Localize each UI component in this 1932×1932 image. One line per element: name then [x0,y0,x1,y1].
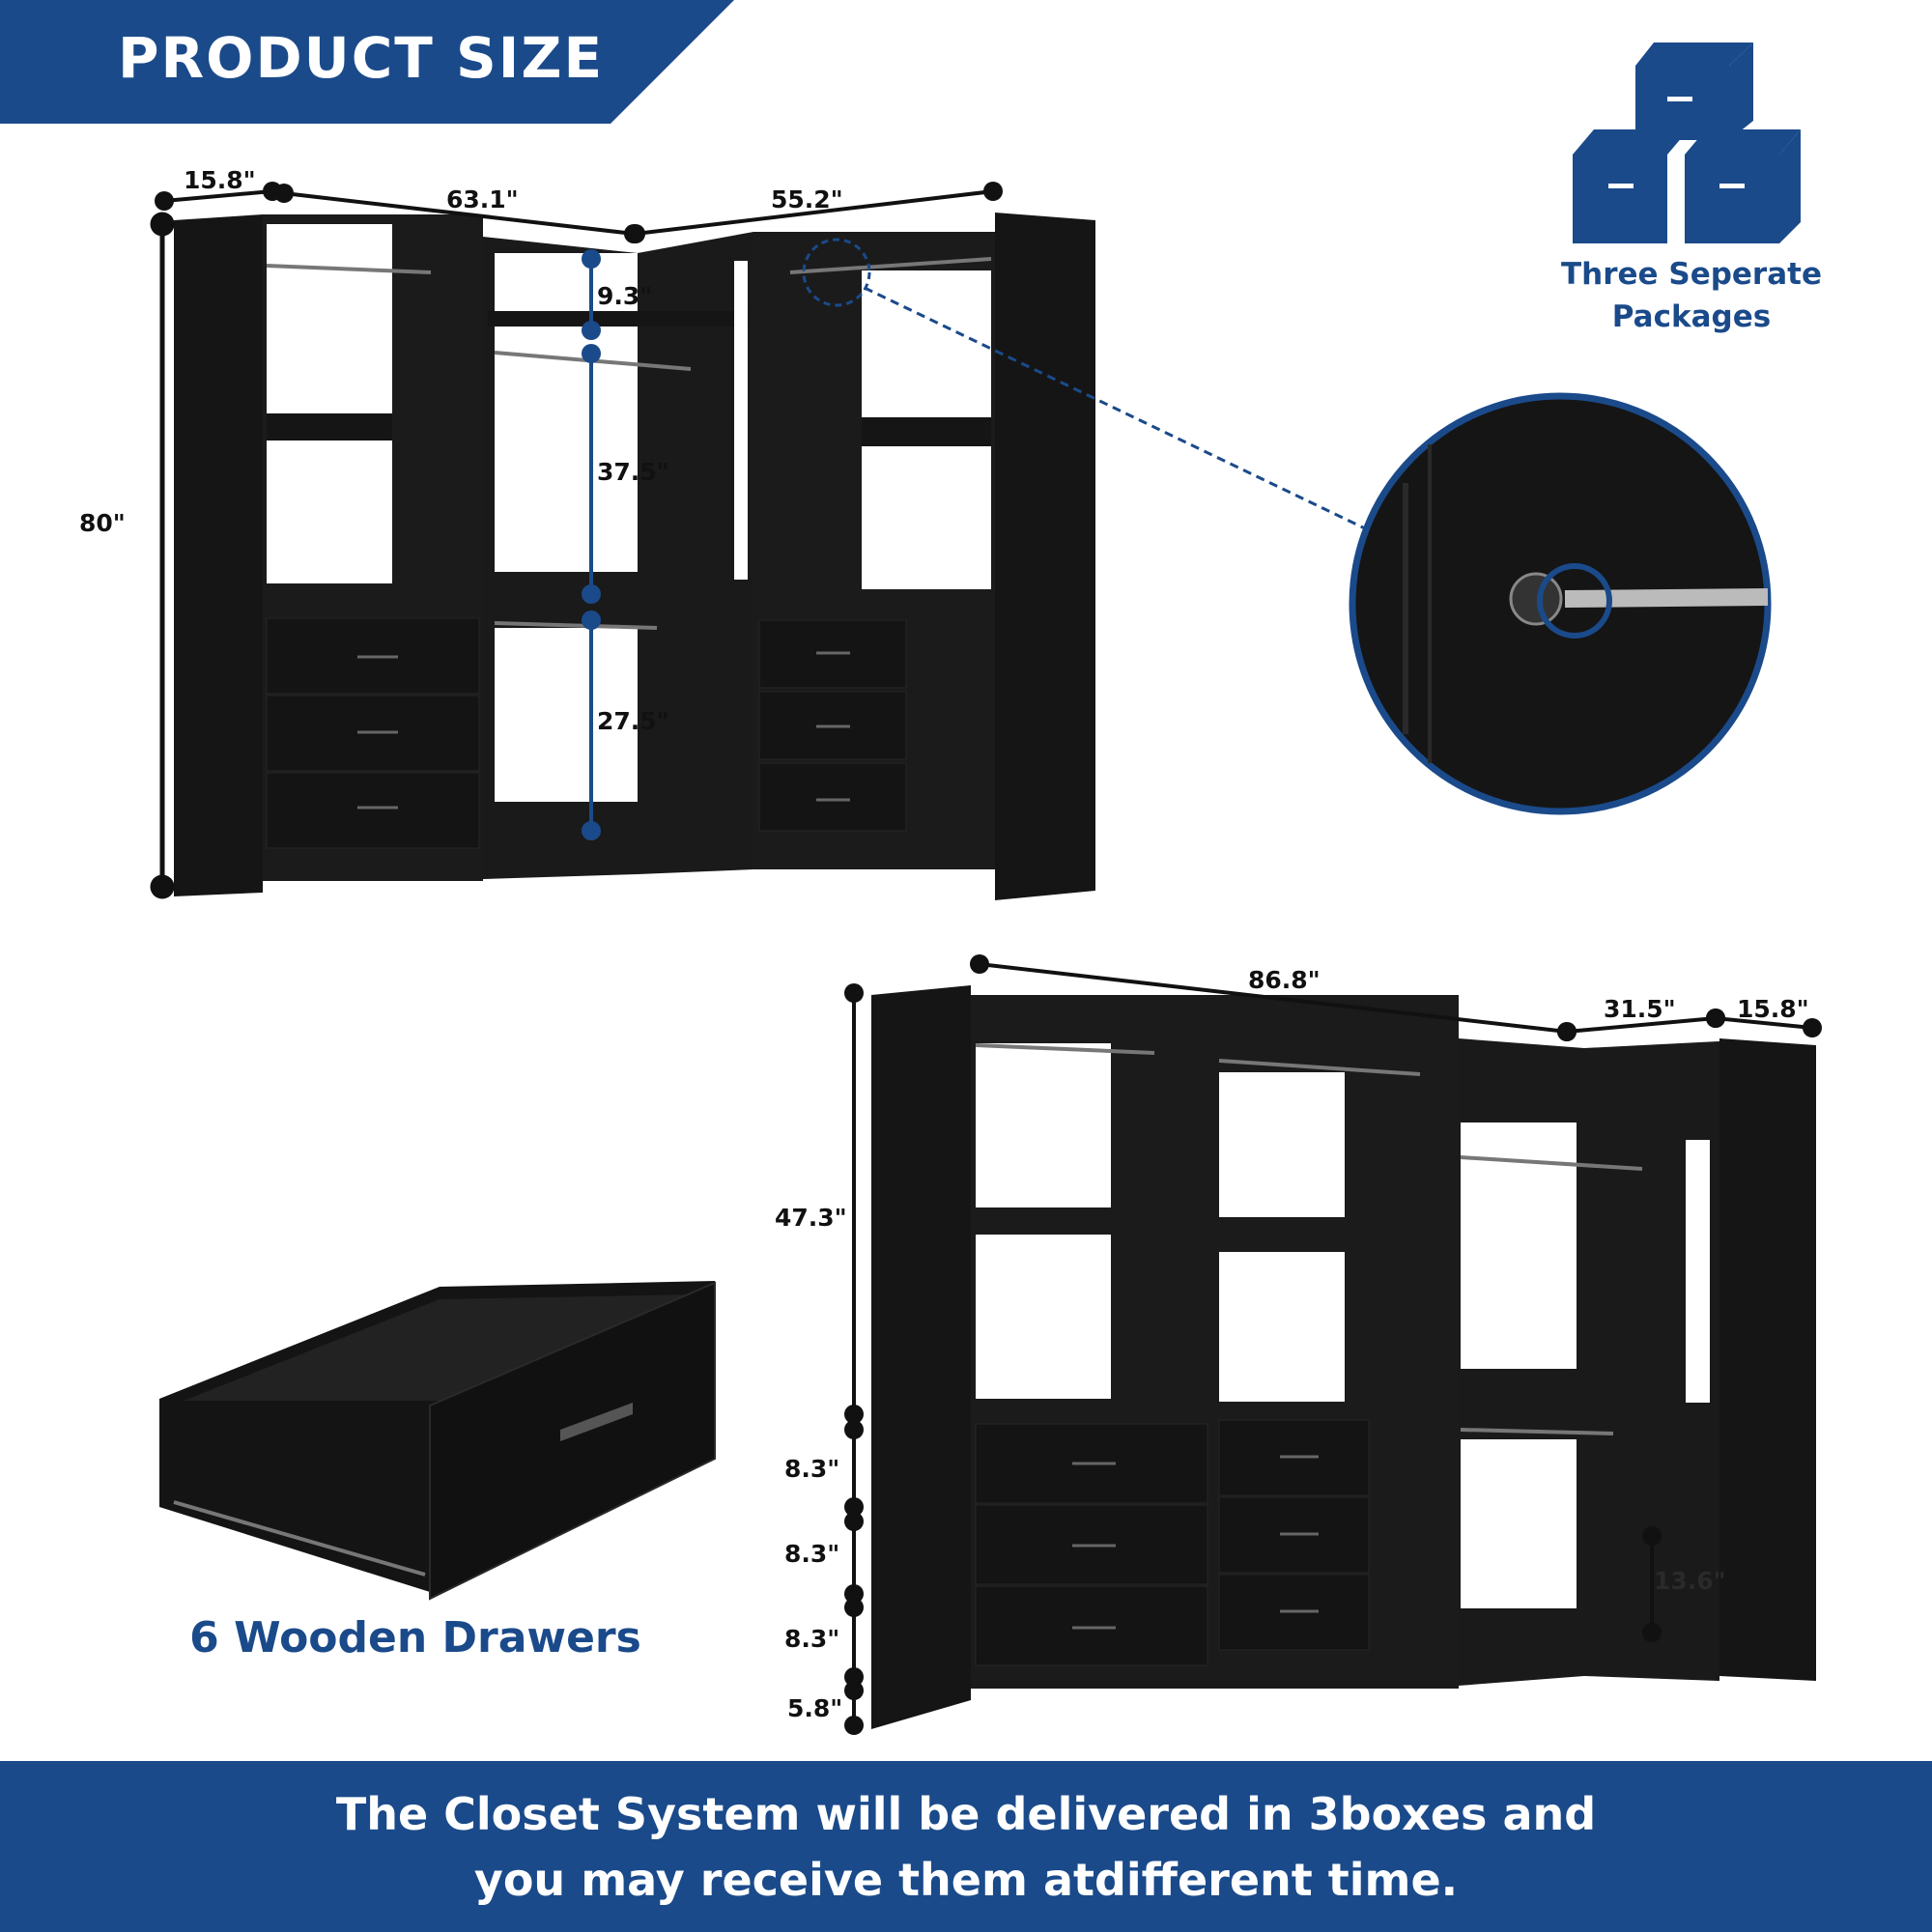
dim-top-shelf: 9.3" [597,282,653,310]
dim-base: 5.8" [787,1694,843,1722]
dim-shelf-gap: 13.6" [1654,1567,1726,1595]
packages-line2: Packages [1611,299,1772,334]
packages-label: Three Seperate Packages [1542,253,1841,338]
drawer-illustration [159,1281,716,1601]
drawer-caption: 6 Wooden Drawers [189,1613,641,1662]
dim-lower-hanging: 27.5" [597,707,669,735]
bottom-dimension-lines [844,954,1822,1735]
dim-bottom-width-short: 31.5" [1604,995,1676,1023]
dim-drawer-1: 8.3" [784,1455,840,1483]
footer-line1: The Closet System will be delivered in 3… [335,1788,1597,1840]
stacked-boxes-icon [1573,43,1801,243]
top-dimension-lines [150,182,1003,899]
dim-bottom-upper-height: 47.3" [775,1204,847,1232]
page-title: PRODUCT SIZE [118,25,605,91]
footer-banner: The Closet System will be delivered in 3… [0,1761,1932,1932]
dim-drawer-3: 8.3" [784,1625,840,1653]
dim-bottom-width-long: 86.8" [1248,966,1321,994]
closet-bottom-illustration [871,985,1816,1729]
dim-top-height: 80" [79,509,126,537]
dim-upper-hanging: 37.5" [597,458,669,486]
rod-zoom-callout [802,238,1772,815]
footer-line2: you may receive them atdifferent time. [473,1854,1459,1906]
dim-bottom-depth: 15.8" [1737,995,1809,1023]
header-banner [0,0,734,124]
dim-drawer-2: 8.3" [784,1540,840,1568]
closet-top-illustration [174,213,1095,900]
dim-top-width-right: 55.2" [771,185,843,213]
packages-line1: Three Seperate [1561,257,1822,292]
dim-top-width-left: 63.1" [446,185,519,213]
dim-top-depth-left: 15.8" [184,166,256,194]
